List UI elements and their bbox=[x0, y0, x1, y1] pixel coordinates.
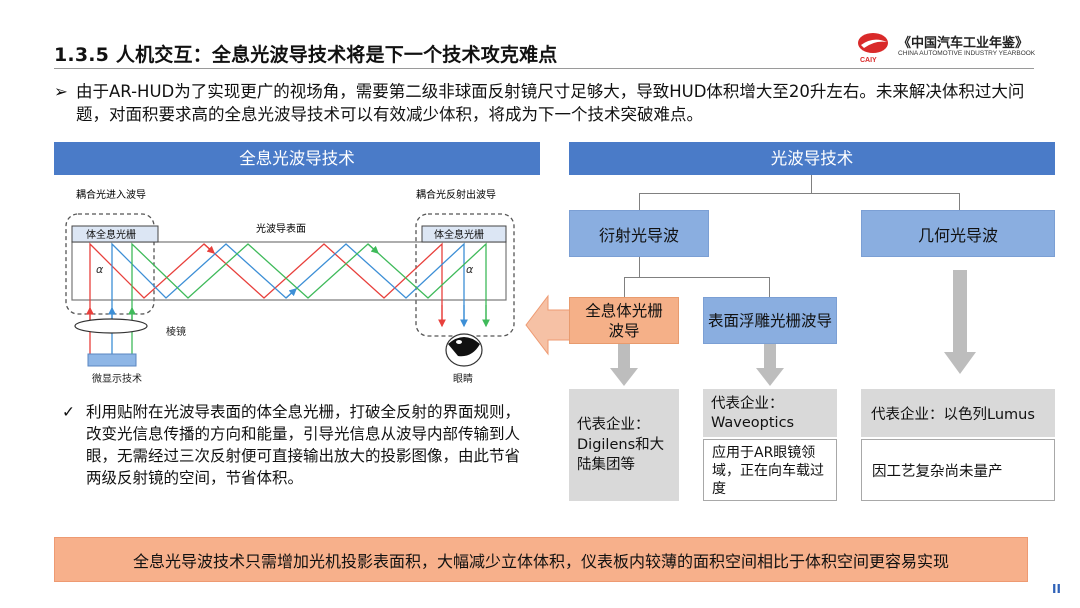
page-indicator: II bbox=[1052, 582, 1061, 596]
page-title: 1.3.5 人机交互：全息光波导技术将是下一个技术攻克难点 bbox=[54, 44, 558, 66]
logo-title: 《中国汽车工业年鉴》 bbox=[898, 36, 1029, 51]
in-coupling-region bbox=[65, 213, 155, 315]
surface-relief-grating-box: 表面浮雕光栅波导 bbox=[703, 297, 837, 344]
check-icon: ✓ bbox=[62, 403, 75, 421]
waveguide-diagram: 耦合光进入波导 耦合光反射出波导 光波导表面 体全息光栅 体全息光栅 α α 棱… bbox=[65, 188, 515, 385]
ray-green bbox=[131, 242, 487, 360]
waveguide-tech-header: 光波导技术 bbox=[569, 142, 1055, 175]
alpha-left-label: α bbox=[96, 263, 104, 276]
intro-paragraph: ➢ 由于AR-HUD为了实现更广的视场角，需要第二级非球面反射镜尺寸足够大，导致… bbox=[54, 80, 1039, 126]
connector-mid-bar bbox=[624, 277, 770, 278]
microdisplay-label: 微显示技术 bbox=[92, 372, 142, 385]
grating-description: ✓ 利用贴附在光波导表面的体全息光栅，打破全反射的界面规则，改变光信息传播的方向… bbox=[62, 401, 532, 489]
connector-top-stem bbox=[811, 175, 812, 193]
caiy-logo-icon: CAIY bbox=[858, 33, 888, 64]
bullet-arrow-icon: ➢ bbox=[54, 82, 68, 101]
grating-right bbox=[421, 225, 507, 243]
grating-description-text: 利用贴附在光波导表面的体全息光栅，打破全反射的界面规则，改变光信息传播的方向和能… bbox=[86, 403, 521, 487]
connector-top-bar bbox=[639, 193, 960, 194]
ray-red-arrow bbox=[203, 243, 215, 254]
relief-note-text: 应用于AR眼镜领域，正在向车载过度 bbox=[712, 445, 824, 497]
relief-note-box: 应用于AR眼镜领域，正在向车载过度 bbox=[703, 439, 837, 501]
logo-subtitle: CHINA AUTOMOTIVE INDUSTRY YEARBOOK bbox=[898, 50, 1036, 57]
waveguide-surface-label: 光波导表面 bbox=[256, 222, 306, 235]
relief-company-box: 代表企业：Waveoptics bbox=[703, 389, 837, 437]
grating-left bbox=[71, 225, 159, 243]
eye-label: 眼睛 bbox=[453, 373, 473, 385]
intro-text: 由于AR-HUD为了实现更广的视场角，需要第二级非球面反射镜尺寸足够大，导致HU… bbox=[76, 82, 1025, 124]
summary-banner: 全息光导波技术只需增加光机投影表面积，大幅减少立体体积，仪表板内较薄的面积空间相… bbox=[54, 537, 1028, 582]
geometric-company-box: 代表企业：以色列Lumus bbox=[861, 389, 1055, 437]
diffractive-waveguide-box: 衍射光导波 bbox=[569, 210, 709, 257]
geometric-waveguide-box: 几何光导波 bbox=[861, 210, 1055, 257]
summary-banner-text: 全息光导波技术只需增加光机投影表面积，大幅减少立体体积，仪表板内较薄的面积空间相… bbox=[132, 551, 949, 571]
ray-blue bbox=[111, 242, 465, 360]
connector-right-drop bbox=[959, 193, 960, 210]
ray-blue-arrow bbox=[285, 288, 297, 299]
in-coupling-label: 耦合光进入波导 bbox=[76, 188, 146, 201]
connector-mid-stem bbox=[639, 257, 640, 277]
grating-right-label: 体全息光栅 bbox=[434, 228, 484, 241]
waveguide-slab bbox=[71, 241, 507, 301]
holographic-grating-label: 全息体光栅波导 bbox=[585, 301, 663, 340]
connector-mid-right bbox=[769, 277, 770, 297]
alpha-right-label: α bbox=[466, 263, 474, 276]
holographic-grating-box: 全息体光栅波导 bbox=[569, 297, 679, 344]
diffractive-waveguide-label: 衍射光导波 bbox=[598, 225, 679, 245]
geometric-note-box: 因工艺复杂尚未量产 bbox=[861, 439, 1055, 501]
down-arrow-icon bbox=[756, 344, 784, 386]
prism-lens bbox=[74, 318, 148, 334]
title-divider bbox=[54, 68, 1034, 69]
surface-relief-grating-label: 表面浮雕光栅波导 bbox=[708, 311, 833, 330]
microdisplay-block bbox=[87, 353, 137, 367]
down-arrow-icon bbox=[944, 270, 976, 374]
relief-company-text: 代表企业：Waveoptics bbox=[711, 396, 795, 431]
down-arrow-icon bbox=[610, 344, 638, 386]
grating-left-label: 体全息光栅 bbox=[86, 228, 136, 241]
holographic-company-text: 代表企业：Digilens和大陆集团等 bbox=[577, 417, 665, 473]
left-arrow-icon bbox=[525, 294, 571, 356]
geometric-waveguide-label: 几何光导波 bbox=[917, 225, 998, 245]
eye-icon bbox=[445, 333, 483, 367]
logo-mark-text: CAIY bbox=[860, 57, 877, 64]
prism-label: 棱镜 bbox=[166, 325, 186, 338]
geometric-company-text: 代表企业：以色列Lumus bbox=[871, 407, 1035, 423]
ray-red bbox=[89, 242, 443, 360]
out-coupling-label: 耦合光反射出波导 bbox=[416, 188, 496, 201]
holographic-company-box: 代表企业：Digilens和大陆集团等 bbox=[569, 389, 679, 501]
connector-left-drop bbox=[639, 193, 640, 210]
holographic-waveguide-header: 全息光波导技术 bbox=[54, 142, 540, 175]
geometric-note-text: 因工艺复杂尚未量产 bbox=[872, 464, 1003, 480]
ray-green-arrow bbox=[367, 243, 379, 254]
yearbook-logo: CAIY 《中国汽车工业年鉴》 CHINA AUTOMOTIVE INDUSTR… bbox=[856, 32, 1046, 64]
connector-mid-left bbox=[624, 277, 625, 297]
